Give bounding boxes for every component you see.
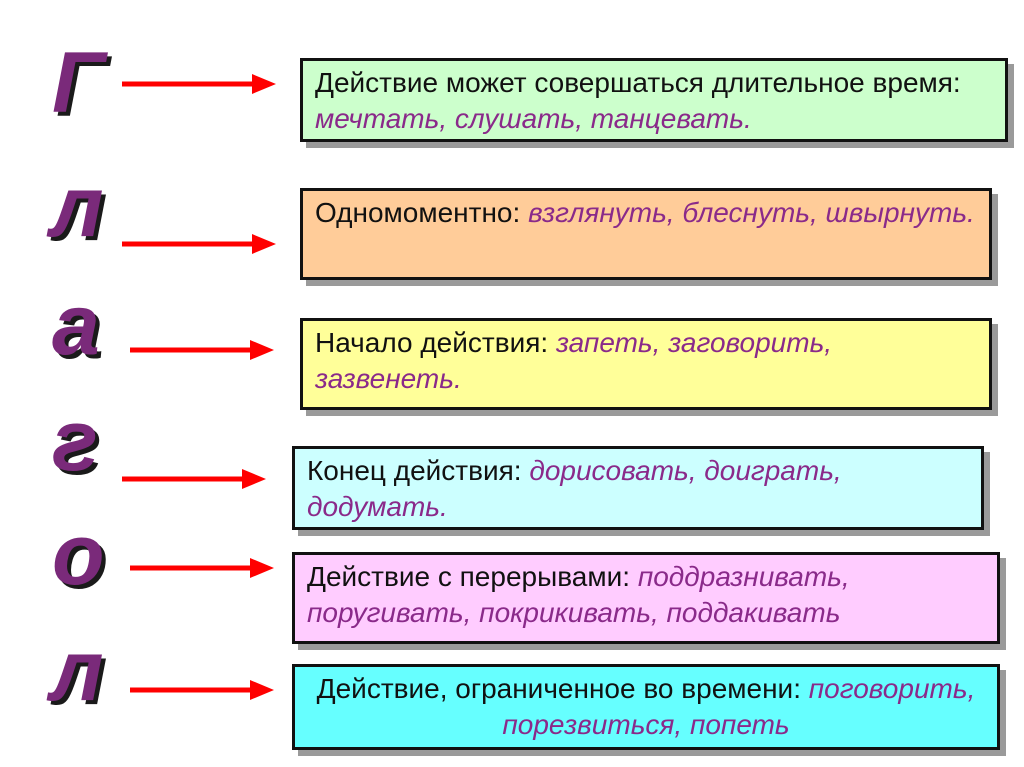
arrow-3	[130, 340, 274, 360]
box-end-label: Конец действия:	[307, 455, 522, 486]
box-limited-time-examples: поговорить, порезвиться, попеть	[502, 673, 976, 740]
box-end-examples: дорисовать, доиграть, додумать.	[307, 455, 842, 522]
title-letter-2: л	[50, 159, 104, 255]
box-start-examples: запеть, заговорить, зазвенеть.	[315, 327, 833, 394]
title-letter-5: о	[52, 507, 105, 603]
box-instant-examples: взглянуть, блеснуть, швырнуть.	[528, 197, 975, 228]
box-duration: Действие может совершаться длительное вр…	[300, 58, 1008, 142]
title-letter-1: Г	[52, 35, 105, 131]
title-letter-4: г	[52, 393, 98, 489]
box-intermittent-label: Действие с перерывами:	[307, 561, 631, 592]
box-start-label: Начало действия:	[315, 327, 549, 358]
arrow-1	[122, 74, 276, 94]
box-limited-time-label: Действие, ограниченное во времени:	[316, 673, 801, 704]
arrow-6	[130, 680, 274, 700]
box-limited-time: Действие, ограниченное во времени: погов…	[292, 664, 1000, 750]
box-instant: Одномоментно: взглянуть, блеснуть, швырн…	[300, 188, 992, 280]
box-instant-label: Одномоментно:	[315, 197, 521, 228]
box-intermittent-examples: поддразнивать, поругивать, покрикивать, …	[307, 561, 850, 628]
title-letter-3: а	[52, 277, 100, 373]
arrow-4	[122, 469, 266, 489]
box-intermittent: Действие с перерывами: поддразнивать, по…	[292, 552, 1000, 644]
box-duration-examples: мечтать, слушать, танцевать.	[315, 102, 752, 134]
box-end: Конец действия: дорисовать, доиграть, до…	[292, 446, 984, 530]
arrow-5	[130, 558, 274, 578]
box-duration-label: Действие может совершаться длительное вр…	[315, 67, 961, 98]
box-start: Начало действия: запеть, заговорить, заз…	[300, 318, 992, 410]
arrow-2	[122, 234, 276, 254]
title-letter-6: л	[50, 623, 104, 719]
